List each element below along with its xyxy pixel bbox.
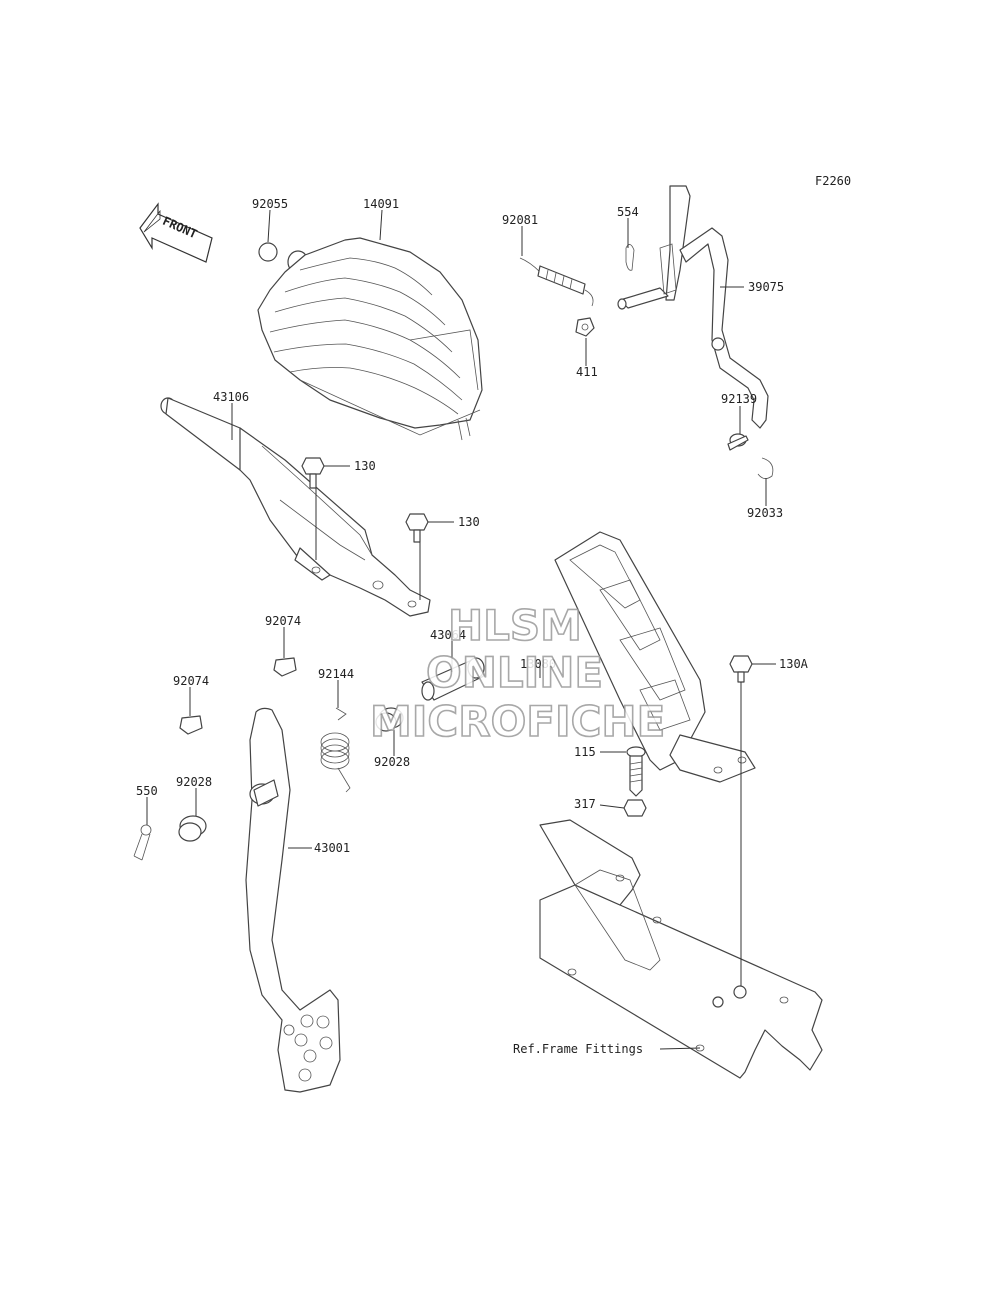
part-115-bolt [626, 746, 646, 797]
part-labels: 92055 14091 92081 554 39075 411 92139 92… [136, 197, 809, 1056]
part-130-bolt-a [301, 457, 325, 489]
part-92028-bushing-a [375, 707, 404, 732]
part-550-cotter-pin [133, 824, 152, 861]
label-130-a: 130 [354, 459, 376, 473]
label-411: 411 [576, 365, 598, 379]
label-92139: 92139 [721, 392, 757, 406]
label-115: 115 [574, 745, 596, 759]
part-92074-stopper-a [273, 657, 297, 677]
label-130-b: 130 [458, 515, 480, 529]
figure-code: F2260 [815, 174, 851, 188]
part-130-bolt-b [405, 513, 429, 543]
part-13080-accel-pedal [554, 531, 756, 783]
watermark-line-3: MICROFICHE [370, 697, 665, 746]
part-92074-stopper-b [179, 715, 203, 735]
label-92028-b: 92028 [176, 775, 212, 789]
label-39075: 39075 [748, 280, 784, 294]
label-92081: 92081 [502, 213, 538, 227]
part-14091-boot [257, 237, 483, 441]
part-43106-lever [160, 397, 431, 617]
leader-lines [146, 209, 776, 1050]
label-ref-frame-fittings: Ref.Frame Fittings [513, 1042, 643, 1056]
part-92081-spring [519, 257, 594, 307]
part-317-nut [623, 799, 647, 817]
part-43001-brake-pedal [245, 707, 341, 1093]
part-43064-shaft [421, 657, 485, 701]
part-92033-clip [757, 457, 774, 479]
part-39075-rod [617, 185, 769, 429]
label-43064: 43064 [430, 628, 466, 642]
label-43001: 43001 [314, 841, 350, 855]
label-43106: 43106 [213, 390, 249, 404]
label-130A: 130A [779, 657, 809, 671]
label-92074-a: 92074 [265, 614, 301, 628]
part-411-washer [575, 317, 595, 337]
part-92144-spring [320, 707, 351, 793]
label-92074-b: 92074 [173, 674, 209, 688]
part-92139-collar [727, 433, 749, 451]
label-92028-a: 92028 [374, 755, 410, 769]
front-arrow-icon: FRONT [139, 202, 213, 263]
part-92028-bushing-b [178, 815, 207, 842]
label-317: 317 [574, 797, 596, 811]
label-550: 550 [136, 784, 158, 798]
watermark: HLSM ONLINE MICROFICHE [369, 600, 666, 747]
watermark-line-1: HLSM [448, 601, 582, 650]
part-frame-floor [539, 819, 823, 1079]
label-92144: 92144 [318, 667, 354, 681]
label-13080: 13080 [520, 657, 556, 671]
label-554: 554 [617, 205, 639, 219]
watermark-line-2: ONLINE [426, 648, 603, 697]
label-14091: 14091 [363, 197, 399, 211]
part-130A-bolt [729, 655, 753, 683]
part-554-cotter [625, 244, 635, 271]
label-92055: 92055 [252, 197, 288, 211]
label-92033: 92033 [747, 506, 783, 520]
